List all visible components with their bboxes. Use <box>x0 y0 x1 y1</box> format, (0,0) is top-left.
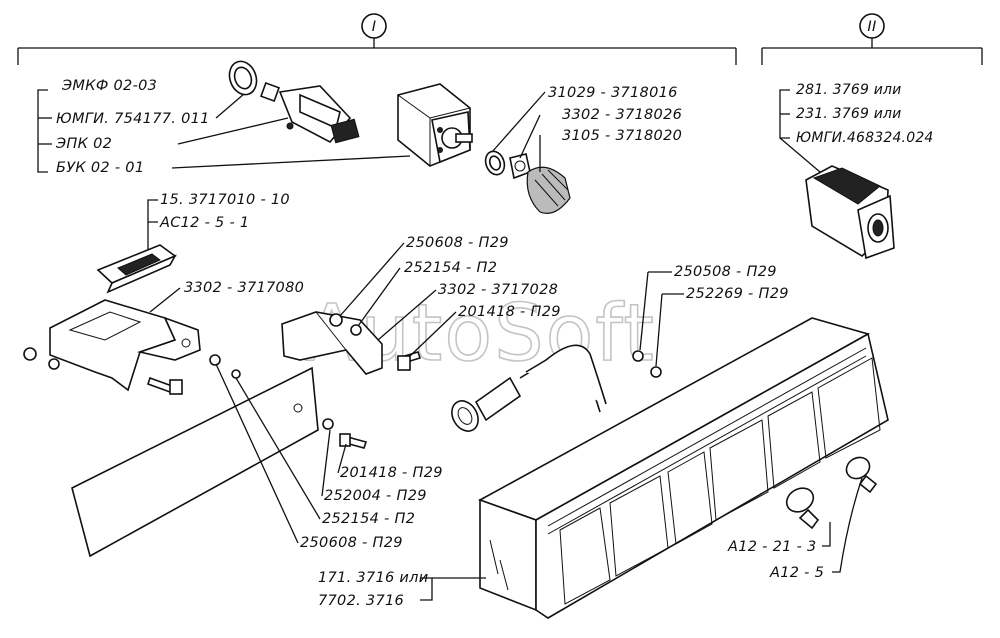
leader-lines <box>37 89 863 601</box>
license-plate-drawing <box>71 354 319 558</box>
label-15-3717010: 15. 3717010 - 10 <box>160 192 290 208</box>
label-3302-3718026: 3302 - 3718026 <box>562 107 682 123</box>
label-buk: БУК 02 - 01 <box>56 160 144 176</box>
section-1-label: I <box>372 19 377 35</box>
label-250508: 250508 - П29 <box>674 264 777 280</box>
label-yumgi-754177: ЮМГИ. 754177. 011 <box>56 111 210 127</box>
label-250608-bottom: 250608 - П29 <box>300 535 403 551</box>
label-ac12: АС12 - 5 - 1 <box>159 215 249 231</box>
label-socket-231: 231. 3769 или <box>796 106 901 122</box>
label-3302-3717028: 3302 - 3717028 <box>438 282 558 298</box>
label-socket-yumgi: ЮМГИ.468324.024 <box>796 130 934 146</box>
label-a12-5: А12 - 5 <box>769 565 824 581</box>
label-201418-bottom: 201418 - П29 <box>340 465 443 481</box>
section-1-circle <box>361 13 387 39</box>
label-3302-3717080: 3302 - 3717080 <box>184 280 304 296</box>
lighter-module-drawing <box>397 83 571 214</box>
label-31029: 31029 - 3718016 <box>548 85 678 101</box>
label-emkf: ЭМКФ 02-03 <box>61 78 157 94</box>
section-1-frame: I <box>17 13 737 65</box>
label-3105: 3105 - 3718020 <box>562 128 682 144</box>
label-201418-top: 201418 - П29 <box>458 304 561 320</box>
bracket-drawing <box>23 299 201 395</box>
label-252154-top: 252154 - П2 <box>404 260 497 276</box>
plate-lamp-drawing <box>96 244 177 294</box>
label-lamp-171: 171. 3716 или <box>318 570 428 586</box>
label-252004: 252004 - П29 <box>324 488 427 504</box>
bulbs-drawing <box>785 456 878 530</box>
rear-lamp-drawing <box>451 317 889 619</box>
label-252154-bottom: 252154 - П2 <box>322 511 415 527</box>
lamp-lens-sections <box>559 357 881 605</box>
socket-drawing <box>805 165 895 260</box>
switch-drawing <box>228 60 360 144</box>
label-252269: 252269 - П29 <box>686 286 789 302</box>
mount-bracket-drawing <box>281 311 422 449</box>
section-2-label: II <box>867 19 876 35</box>
label-250608-top: 250608 - П29 <box>406 235 509 251</box>
label-epk: ЭПК 02 <box>55 136 112 152</box>
section-2-frame: II <box>761 13 983 65</box>
label-a12-21-3: А12 - 21 - 3 <box>727 539 817 555</box>
label-lamp-7702: 7702. 3716 <box>318 593 404 609</box>
label-socket-281: 281. 3769 или <box>796 82 901 98</box>
section-2-circle <box>859 13 885 39</box>
